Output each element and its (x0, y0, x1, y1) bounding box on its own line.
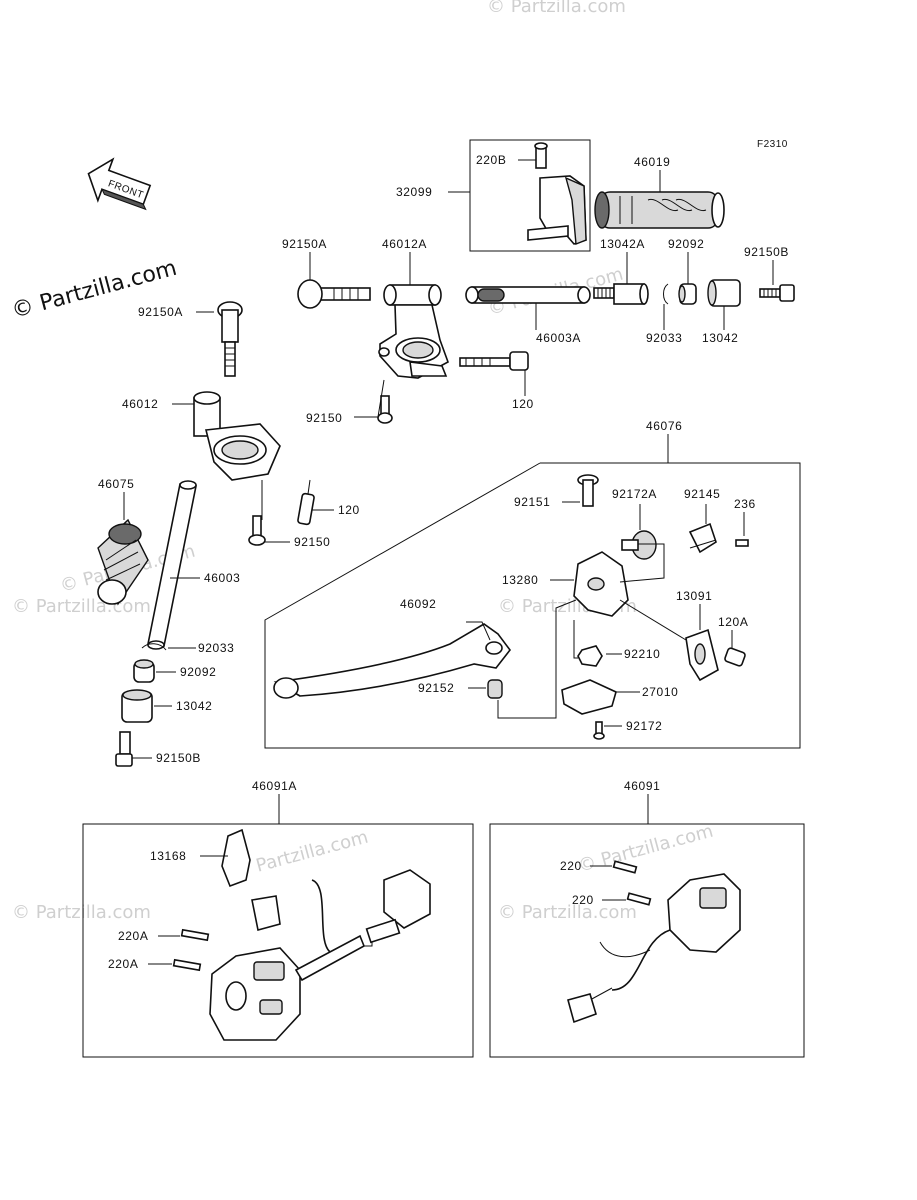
nut-92210 (577, 645, 603, 667)
weight-13042-top (707, 279, 741, 307)
handlebar-46003A (465, 286, 591, 304)
handlebar-46003 (147, 480, 197, 650)
box-46091 (489, 823, 805, 1058)
label-92092-top: 92092 (668, 237, 704, 251)
bolt-120A (724, 647, 746, 667)
bolt-92150-left (248, 515, 266, 546)
switch-housing-46091A (209, 869, 431, 1041)
svg-text:© Partzilla.com: © Partzilla.com (12, 596, 151, 617)
bolt-92150-top (377, 395, 393, 424)
cover-13168 (221, 828, 251, 888)
label-46019: 46019 (634, 155, 670, 169)
label-120-left: 120 (338, 503, 360, 517)
label-46091A: 46091A (252, 779, 297, 793)
weight-13042A (593, 283, 649, 305)
label-46091: 46091 (624, 779, 660, 793)
svg-text:© Partzilla.com: © Partzilla.com (498, 902, 637, 923)
label-46012: 46012 (122, 397, 158, 411)
label-13091: 13091 (676, 589, 712, 603)
svg-text:© Partzilla.com: © Partzilla.com (576, 821, 716, 877)
label-220-2: 220 (572, 893, 594, 907)
bracket-13280 (573, 551, 629, 617)
label-92172: 92172 (626, 719, 662, 733)
label-46076: 46076 (646, 419, 682, 433)
collar-92152 (487, 679, 503, 699)
leader-lines (123, 159, 774, 965)
label-92150-top: 92150 (306, 411, 342, 425)
label-220-1: 220 (560, 859, 582, 873)
label-27010: 27010 (642, 685, 678, 699)
watermark-layer: © Partzilla.com © Partzilla.com © Partzi… (9, 0, 715, 923)
label-92150A-left: 92150A (138, 305, 183, 319)
label-92150A-top: 92150A (282, 237, 327, 251)
label-92150B-top: 92150B (744, 245, 789, 259)
screws-220A (172, 928, 210, 972)
label-92033-top: 92033 (646, 331, 682, 345)
label-92033-left: 92033 (198, 641, 234, 655)
holder-46012A (378, 284, 449, 379)
front-arrow-icon: FRONT (87, 157, 152, 211)
box-32099 (469, 139, 591, 252)
label-92150B-left: 92150B (156, 751, 201, 765)
label-46003: 46003 (204, 571, 240, 585)
circlip-92033-left (141, 643, 167, 651)
bolt-120-top (459, 351, 529, 371)
part-labels: 220B 32099 46019 92150A 46012A 13042A 92… (98, 153, 789, 971)
label-92092-left: 92092 (180, 665, 216, 679)
clamp-13091 (685, 628, 719, 682)
bolt-92151 (577, 474, 599, 507)
bolt-92150B-top (759, 284, 795, 302)
label-92151: 92151 (514, 495, 550, 509)
label-92210: 92210 (624, 647, 660, 661)
figure-code: F2310 (757, 139, 788, 150)
screw-236 (735, 539, 749, 547)
label-220A-1: 220A (118, 929, 148, 943)
switch-92145 (688, 522, 717, 554)
label-46075: 46075 (98, 477, 134, 491)
label-46012A: 46012A (382, 237, 427, 251)
throttle-assembly-32099 (527, 142, 587, 245)
label-220A-2: 220A (108, 957, 138, 971)
label-13042-top: 13042 (702, 331, 738, 345)
bolt-92150B-left (115, 731, 133, 767)
label-13280: 13280 (502, 573, 538, 587)
label-32099: 32099 (396, 185, 432, 199)
svg-text:© Partzilla.com: © Partzilla.com (231, 827, 371, 883)
grip-46075 (97, 518, 149, 606)
lever-46092 (273, 623, 512, 699)
switch-housing-46091 (567, 873, 741, 1024)
label-13042-left: 13042 (176, 699, 212, 713)
label-13168: 13168 (150, 849, 186, 863)
adjuster-92172A (621, 530, 657, 560)
label-220B: 220B (476, 153, 506, 167)
label-46092: 46092 (400, 597, 436, 611)
bolt-120-left (297, 492, 315, 526)
label-92145: 92145 (684, 487, 720, 501)
label-92150-left: 92150 (294, 535, 330, 549)
label-120A: 120A (718, 615, 748, 629)
label-46003A: 46003A (536, 331, 581, 345)
label-13042A: 13042A (600, 237, 645, 251)
bolt-92150A-left (217, 301, 243, 377)
box-46076 (264, 462, 801, 749)
label-92172A: 92172A (612, 487, 657, 501)
svg-text:© Partzilla.com: © Partzilla.com (12, 902, 151, 923)
screws-220 (612, 860, 652, 906)
label-120-top: 120 (512, 397, 534, 411)
svg-text:© Partzilla.com: © Partzilla.com (487, 0, 626, 17)
grip-46019 (594, 191, 725, 229)
circlip-92033-top (663, 283, 669, 305)
switch-27010 (561, 679, 617, 715)
label-236: 236 (734, 497, 756, 511)
bolt-92150A-top (297, 279, 371, 309)
rubber-92092-left (133, 659, 155, 683)
holder-46012 (193, 391, 281, 481)
rubber-92092-top (678, 283, 697, 305)
label-92152: 92152 (418, 681, 454, 695)
box-46091A (82, 823, 474, 1058)
weight-13042-left (121, 689, 153, 723)
screw-92172 (593, 721, 605, 740)
